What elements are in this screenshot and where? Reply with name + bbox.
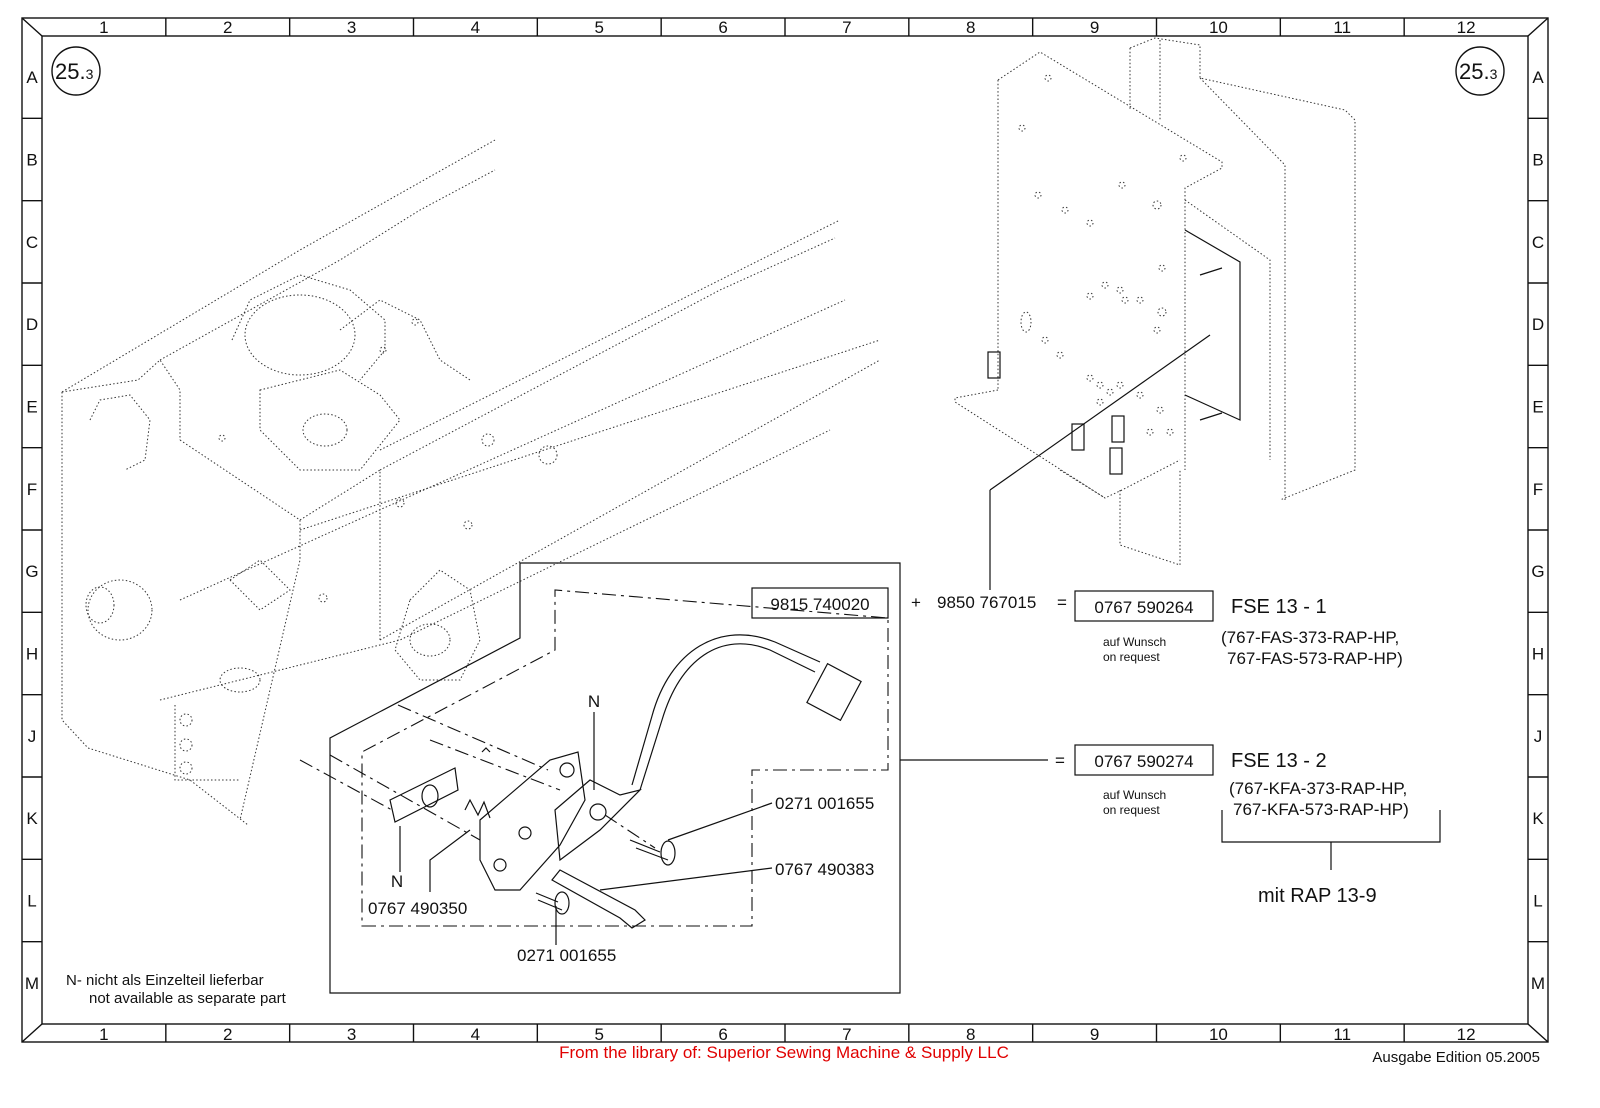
plus-symbol: +	[911, 593, 921, 612]
grid-row-label-left: G	[25, 562, 38, 581]
svg-text:25.3: 25.3	[55, 59, 94, 84]
grid-row-label-left: K	[26, 809, 38, 828]
n-label-top: N	[588, 692, 600, 711]
grid-column-label-top: 1	[99, 18, 108, 37]
handle-part-number: 0767 490383	[775, 860, 874, 879]
footnote-en: not available as separate part	[89, 990, 287, 1007]
grid-row-label-left: J	[28, 727, 37, 746]
grid-row-label-right: F	[1533, 480, 1543, 499]
grid-row-label-right: M	[1531, 974, 1545, 993]
grid-column-label-top: 4	[471, 18, 480, 37]
n-label-bottom: N	[391, 872, 403, 891]
variant-2-model-line-1: (767-KFA-373-RAP-HP,	[1229, 779, 1407, 798]
source-credit: From the library of: Superior Sewing Mac…	[559, 1043, 1009, 1062]
variant-1-request-en: on request	[1103, 650, 1160, 664]
rap-note: mit RAP 13-9	[1258, 885, 1377, 907]
grid-column-label-bottom: 5	[595, 1025, 604, 1044]
screw-bottom-part-number: 0271 001655	[517, 946, 616, 965]
grid-row-label-right: L	[1533, 892, 1542, 911]
grid-row-label-right: H	[1532, 645, 1544, 664]
grid-row-label-left: E	[26, 398, 37, 417]
grid-column-label-top: 2	[223, 18, 232, 37]
grid-column-label-bottom: 1	[99, 1025, 108, 1044]
assembly-part-number: 9815 740020	[770, 595, 869, 614]
equals-symbol-1: =	[1057, 593, 1067, 612]
grid-column-label-top: 7	[842, 18, 851, 37]
grid-column-label-bottom: 4	[471, 1025, 480, 1044]
variant-2-part-number: 0767 590274	[1094, 752, 1193, 771]
grid-column-label-bottom: 10	[1209, 1025, 1228, 1044]
variant-1-part-box	[1074, 590, 1214, 622]
drawing-frame	[21, 17, 1549, 1043]
footnote-de: N- nicht als Einzelteil lieferbar	[66, 972, 264, 989]
variant-2-request-de: auf Wunsch	[1103, 788, 1166, 802]
grid-row-label-right: A	[1532, 68, 1544, 87]
grid-column-label-top: 6	[718, 18, 727, 37]
grid-column-label-top: 8	[966, 18, 975, 37]
svg-text:25.3: 25.3	[1459, 59, 1498, 84]
variant-2-request-en: on request	[1103, 803, 1160, 817]
variant-1-request-de: auf Wunsch	[1103, 635, 1166, 649]
grid-row-label-left: L	[27, 892, 36, 911]
page-badge-right: 25.3	[1455, 46, 1505, 96]
assembly-part-box	[751, 587, 889, 619]
kit-part-number: 9850 767015	[937, 593, 1036, 612]
grid-row-label-right: D	[1532, 315, 1544, 334]
grid-column-label-bottom: 6	[718, 1025, 727, 1044]
variant-2-name: FSE 13 - 2	[1231, 750, 1327, 772]
equals-symbol-2: =	[1055, 751, 1065, 770]
grid-row-label-left: D	[26, 315, 38, 334]
screw-top-part-number: 0271 001655	[775, 794, 874, 813]
grid-column-label-top: 3	[347, 18, 356, 37]
grid-column-label-bottom: 12	[1457, 1025, 1476, 1044]
grid-row-label-left: H	[26, 645, 38, 664]
grid-row-label-left: M	[25, 974, 39, 993]
variant-1-part-number: 0767 590264	[1094, 598, 1193, 617]
switch-assembly-drawing	[299, 562, 901, 994]
grid-column-label-bottom: 11	[1333, 1025, 1351, 1044]
machine-arm-drawing	[61, 139, 881, 826]
grid-row-label-right: E	[1532, 398, 1543, 417]
grid-column-label-top: 12	[1457, 18, 1476, 37]
grid-column-label-bottom: 8	[966, 1025, 975, 1044]
grid-row-label-left: A	[26, 68, 38, 87]
grid-row-label-right: G	[1531, 562, 1544, 581]
grid-row-label-right: B	[1532, 151, 1543, 170]
edition-label: Ausgabe Edition 05.2005	[1372, 1049, 1540, 1066]
variant-1-name: FSE 13 - 1	[1231, 596, 1327, 618]
grid-column-label-top: 10	[1209, 18, 1228, 37]
grid-row-label-right: K	[1532, 809, 1544, 828]
grid-column-label-top: 5	[595, 18, 604, 37]
grid-row-label-left: C	[26, 233, 38, 252]
spring-part-number: 0767 490350	[368, 899, 467, 918]
grid-column-label-bottom: 3	[347, 1025, 356, 1044]
page-badge-left: 25.3	[51, 46, 101, 96]
grid-row-label-right: J	[1534, 727, 1543, 746]
grid-column-label-bottom: 9	[1090, 1025, 1099, 1044]
grid-column-label-top: 9	[1090, 18, 1099, 37]
variant-1-model-line-1: (767-FAS-373-RAP-HP,	[1221, 628, 1399, 647]
variant-2-model-line-2: 767-KFA-573-RAP-HP)	[1233, 800, 1409, 819]
grid-column-label-bottom: 2	[223, 1025, 232, 1044]
grid-row-label-left: F	[27, 480, 37, 499]
variant-1-model-line-2: 767-FAS-573-RAP-HP)	[1227, 649, 1403, 668]
side-panel-drawing	[954, 37, 1356, 566]
grid-column-label-top: 11	[1333, 18, 1351, 37]
grid-row-label-left: B	[26, 151, 37, 170]
variant-2-part-box	[1074, 744, 1214, 776]
grid-column-label-bottom: 7	[842, 1025, 851, 1044]
leader-lines	[399, 490, 1441, 945]
grid-row-label-right: C	[1532, 233, 1544, 252]
